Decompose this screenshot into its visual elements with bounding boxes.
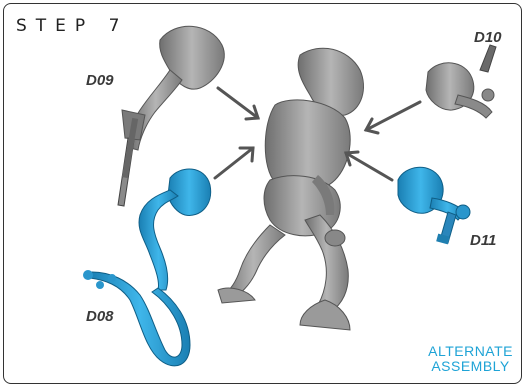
alternate-line: ALTERNATE [428, 344, 513, 359]
part-d08-arm [83, 169, 211, 366]
part-d10-arm [426, 45, 496, 118]
part-label-d11: D11 [470, 232, 496, 249]
alternate-assembly-note: ALTERNATE ASSEMBLY [428, 344, 513, 374]
part-label-d09: D09 [86, 72, 114, 89]
part-label-d08: D08 [86, 308, 114, 325]
part-label-d10: D10 [474, 29, 502, 46]
main-figure [218, 48, 364, 330]
part-d11-arm [398, 167, 470, 244]
assembly-line: ASSEMBLY [428, 359, 513, 374]
